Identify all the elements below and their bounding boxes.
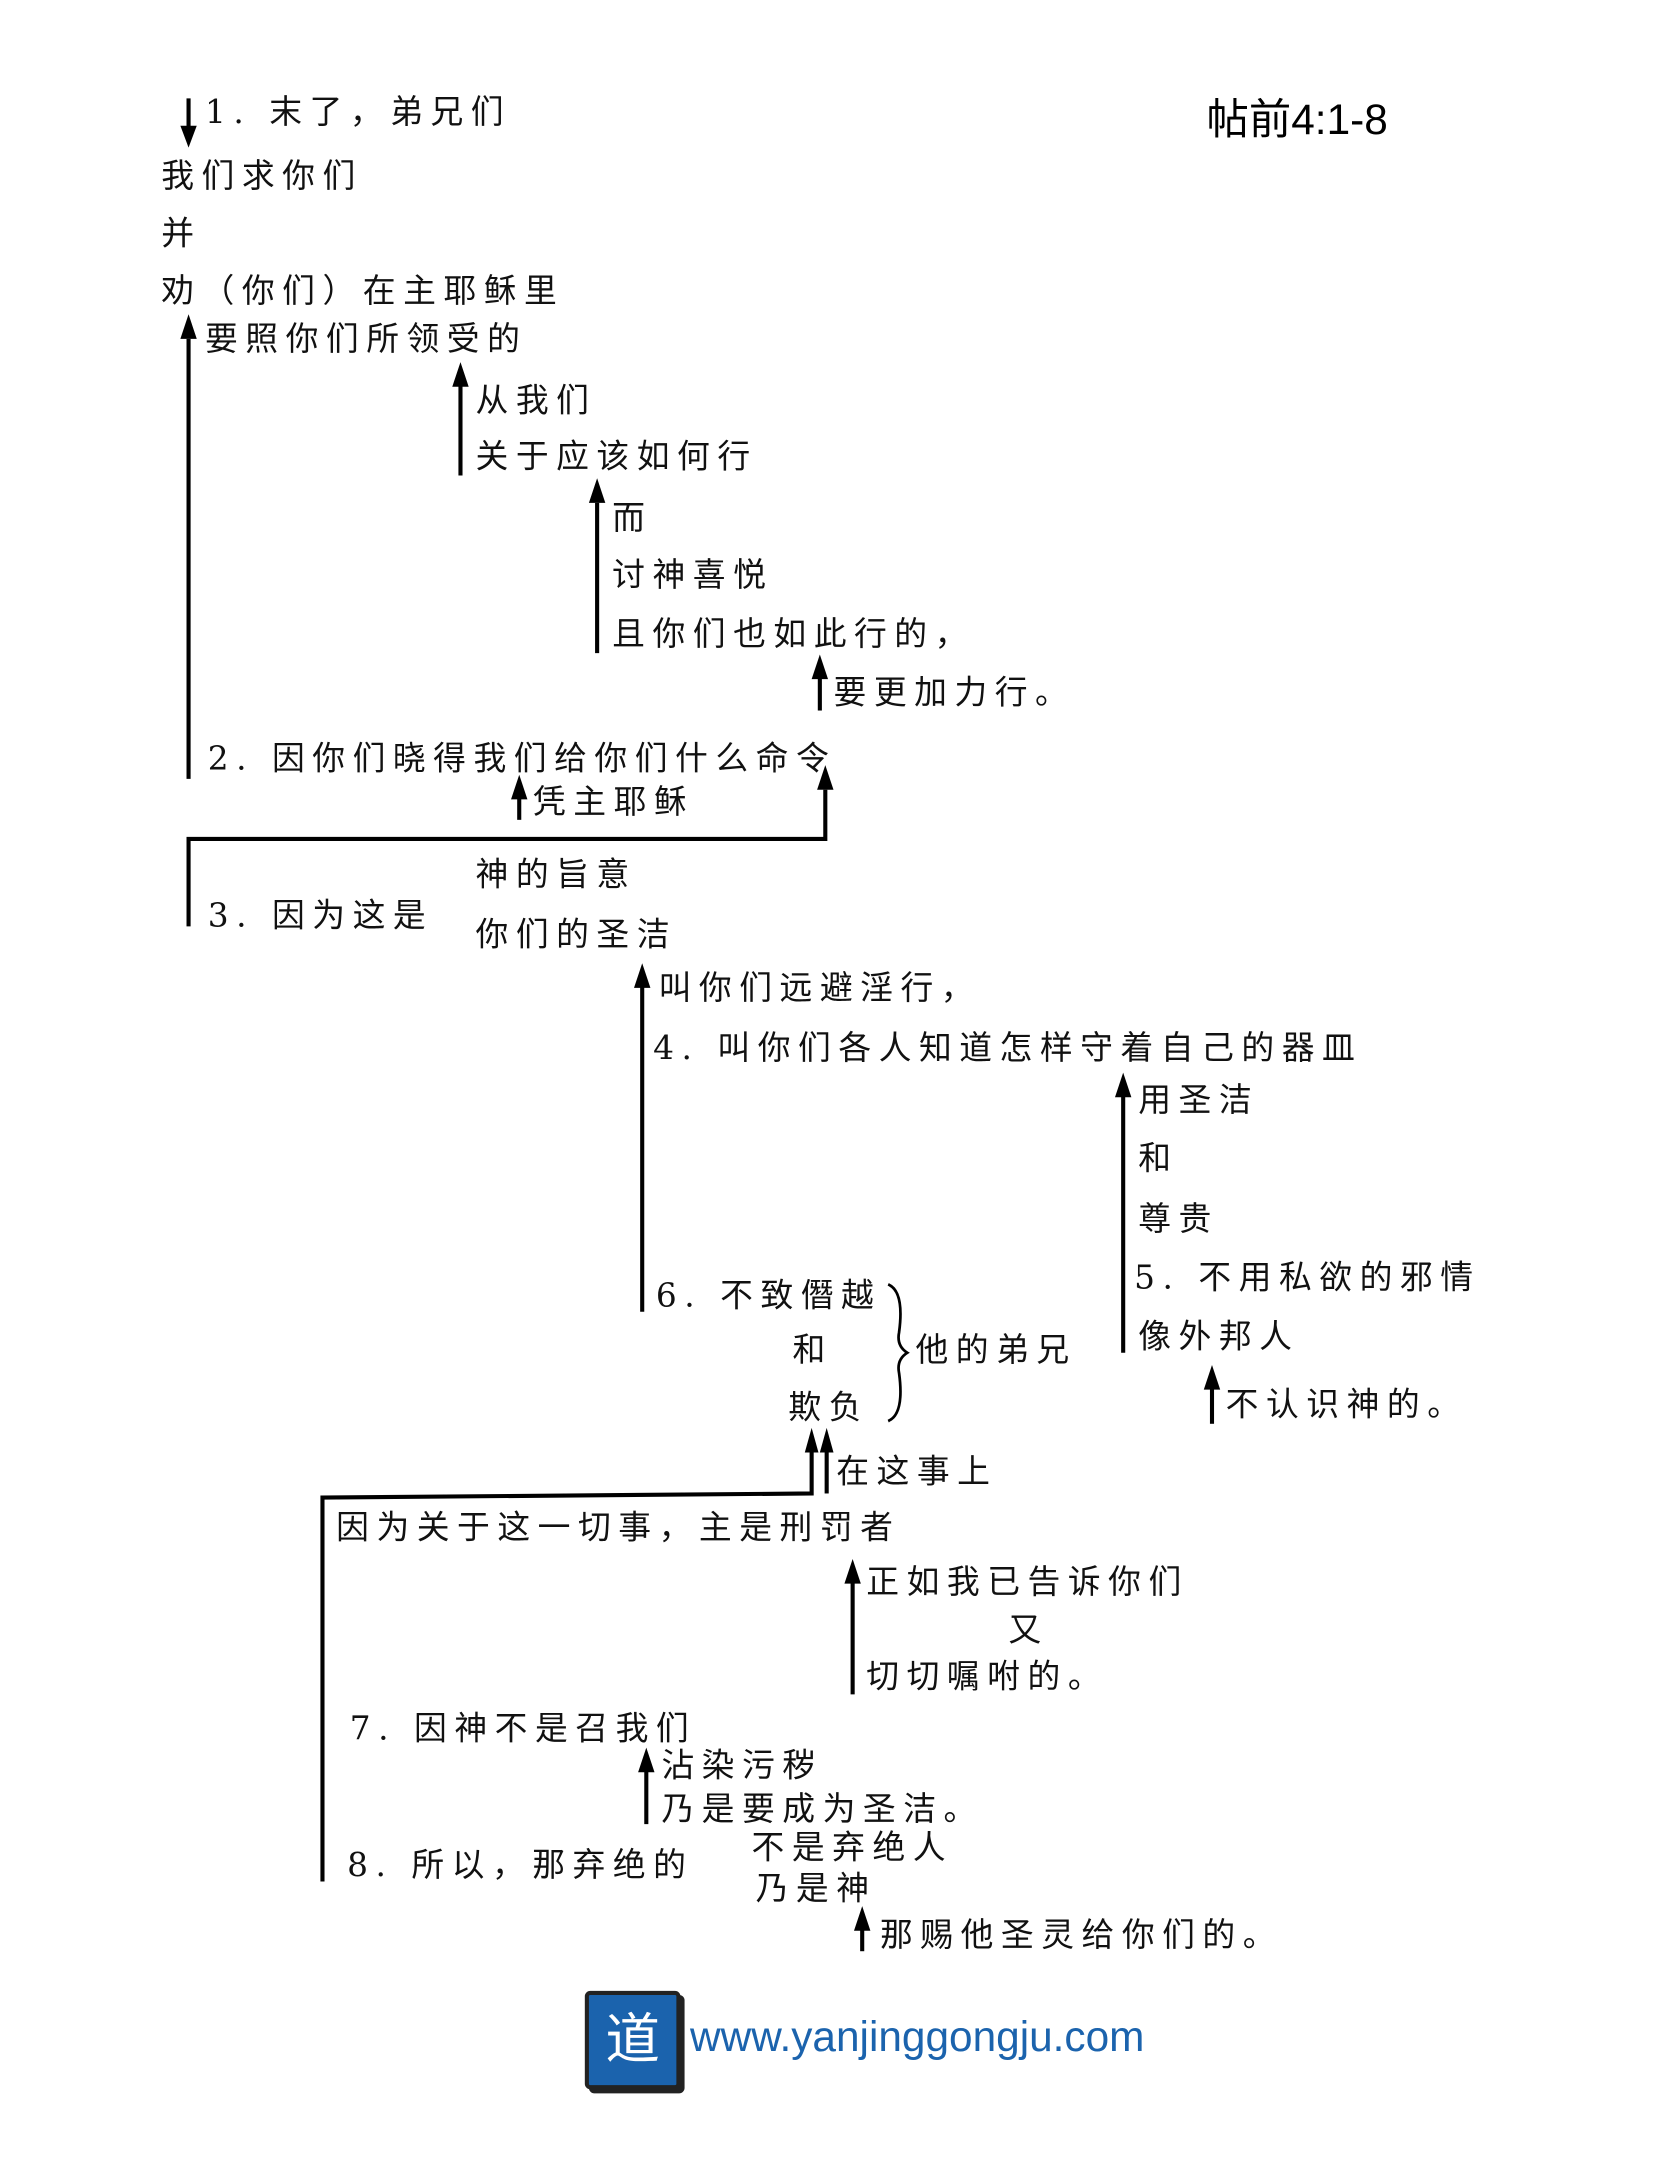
arrowhead-up [854,1906,871,1931]
arrowhead-up [452,362,469,387]
arrowhead-up [638,1747,655,1773]
clause-text: 5. 不用私欲的邪情 [1134,1258,1481,1297]
clause-text: 8. 所以，那弃绝的 [347,1846,694,1885]
clause-text: 像外邦人 [1138,1317,1300,1356]
website-link[interactable]: www.yanjinggongju.com [690,2012,1145,2061]
clause-text: 欺负 [788,1388,870,1427]
clause-text: 不是弃绝人 [751,1828,954,1867]
arrowhead-up [634,963,651,988]
clause-text: 而 [612,498,653,537]
clause-text: 关于应该如何行 [475,437,758,476]
clause-text: 要照你们所领受的 [204,319,528,358]
clause-text: 因为关于这一切事，主是刑罚者 [336,1508,901,1547]
clause-text: 乃是要成为圣洁。 [661,1789,984,1829]
arrowhead-up [511,774,528,800]
clause-text: 讨神喜悦 [612,556,774,595]
clause-text: 7. 因神不是召我们 [349,1709,697,1748]
clause-text: 要更加力行。 [833,673,1076,712]
arrowhead-up [180,314,197,339]
clause-text: 和 [1138,1139,1179,1178]
clause-text: 尊贵 [1138,1199,1219,1238]
clause-text: 4. 叫你们各人知道怎样守着自己的器皿 [653,1028,1363,1068]
clause-text: 在这事上 [836,1452,998,1491]
connector-line [186,789,828,927]
passage-reference: 帖前4:1-8 [1206,95,1388,144]
clause-text: 乃是神 [755,1869,877,1908]
clause-text: 凭主耶稣 [532,782,695,822]
clause-text: 你们的圣洁 [475,915,678,954]
clause-text: 用圣洁 [1138,1080,1260,1120]
arrowhead-up [811,654,829,680]
arrowhead-up [588,478,606,503]
clause-text: 沾染污秽 [661,1746,823,1785]
clause-text: 切切嘱咐的。 [866,1657,1109,1696]
clause-text: 3. 因为这是 [207,896,434,935]
arrowhead-down [180,125,197,148]
arrowhead-up [844,1559,861,1584]
clause-text: 2. 因你们晓得我们给你们什么命令 [207,739,837,778]
logo-icon: 道 [584,1990,681,2090]
clause-text: 他的弟兄 [915,1330,1077,1370]
clause-text: 并 [161,214,202,253]
clause-text: 和 [792,1330,833,1370]
clause-text: 且你们也如此行的， [612,614,975,654]
clause-text: 劝（你们）在主耶稣里 [161,271,565,311]
connector-line [320,1451,814,1882]
clause-text: 神的旨意 [475,855,637,894]
arrowhead-up [1114,1072,1132,1098]
arrowhead-up [804,1427,819,1453]
arrowhead-up [1203,1365,1221,1390]
clause-text: 那赐他圣灵给你们的。 [879,1915,1284,1954]
clause-text: 1. 末了，弟兄们 [204,92,512,132]
clause-text: 正如我已告诉你们 [866,1563,1189,1602]
clause-text: 又 [1008,1610,1049,1650]
clause-text: 不认识神的。 [1225,1385,1468,1424]
brace [887,1283,910,1423]
clause-text: 叫你们远避淫行， [658,968,982,1008]
clause-text: 从我们 [475,381,597,420]
clause-text: 我们求你们 [161,157,363,196]
arrowhead-up [819,1427,834,1453]
clause-text: 6. 不致僭越 [655,1276,882,1315]
arrowhead-up [817,765,834,790]
